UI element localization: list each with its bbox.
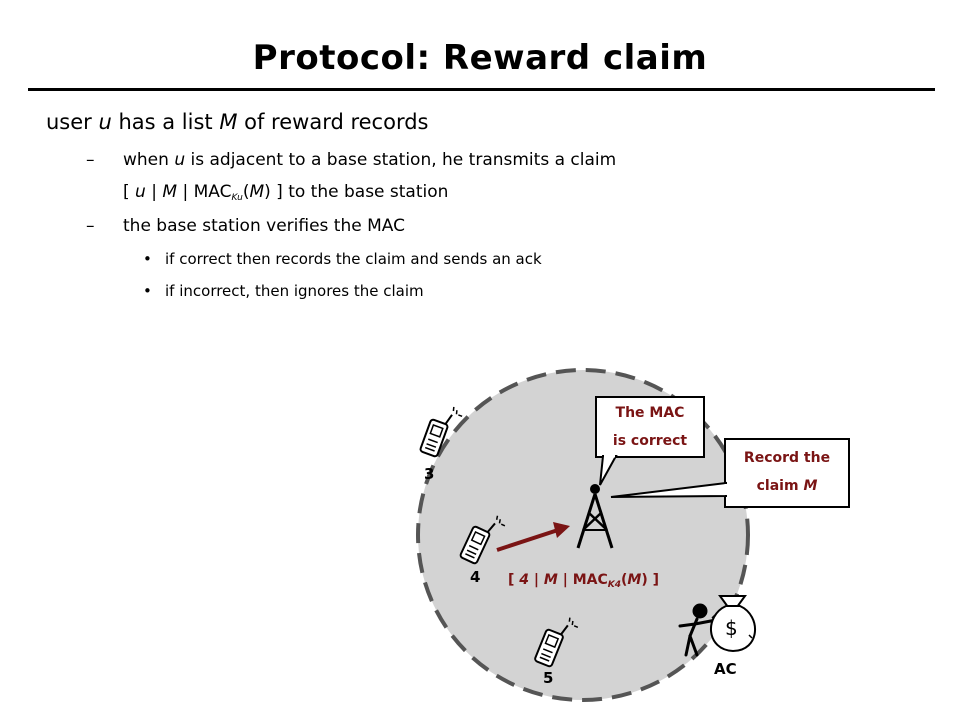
text: ) ] xyxy=(641,572,660,588)
dollar-sign: $ xyxy=(725,616,738,640)
text: is adjacent to a base station, he transm… xyxy=(185,150,617,170)
text: | xyxy=(145,182,163,202)
bubble-mac-correct xyxy=(595,396,705,486)
var-u: u xyxy=(174,150,186,170)
dash-marker: – xyxy=(86,216,95,236)
dash-marker: – xyxy=(86,150,95,170)
text: ( xyxy=(621,572,628,588)
text: [ xyxy=(508,572,520,588)
bubble-record-claim xyxy=(610,438,850,508)
phone-label: 3 xyxy=(424,465,435,483)
var-M: M xyxy=(162,182,178,202)
text: ( xyxy=(242,182,250,202)
phone-label: 4 xyxy=(470,568,481,586)
title-divider xyxy=(28,88,935,91)
text: claim xyxy=(756,478,804,494)
sub-bullet-transmit: when u is adjacent to a base station, he… xyxy=(123,150,616,170)
text: user xyxy=(46,110,99,134)
text: | xyxy=(529,572,544,588)
var-M: M xyxy=(803,478,818,494)
phone-label: 5 xyxy=(543,669,554,687)
text: The MAC xyxy=(615,405,685,421)
sub-bullet-verify: the base station verifies the MAC xyxy=(123,216,405,236)
ac-label: AC xyxy=(714,660,737,678)
base-station-icon xyxy=(576,484,614,549)
dot-marker: • xyxy=(143,282,152,300)
mac-key-subscript: Ku xyxy=(231,193,243,203)
var-M: M xyxy=(543,572,558,588)
text: when xyxy=(123,150,175,170)
text: | MAC xyxy=(557,572,608,588)
sub-sub-bullet-incorrect: if incorrect, then ignores the claim xyxy=(165,282,424,300)
var-u: u xyxy=(135,182,146,202)
var-M: M xyxy=(219,110,238,134)
bubble-record-claim-text: Record the claim M xyxy=(725,444,849,500)
text: ) ] to the base station xyxy=(264,182,449,202)
text: has a list xyxy=(111,110,220,134)
var-u: 4 xyxy=(519,572,530,588)
var-M: M xyxy=(249,182,265,202)
claim-arrow-icon xyxy=(496,522,570,552)
mac-key-subscript: K4 xyxy=(607,580,621,590)
var-M: M xyxy=(627,572,642,588)
page-title: Protocol: Reward claim xyxy=(252,38,708,78)
money-bag-icon xyxy=(710,595,756,653)
text: of reward records xyxy=(237,110,429,134)
text: Record the xyxy=(743,450,831,466)
claim-message: [ 4 | M | MACK4(M) ] xyxy=(508,572,659,590)
text: [ xyxy=(123,182,136,202)
text: | MAC xyxy=(177,182,232,202)
var-u: u xyxy=(98,110,112,134)
text: is correct xyxy=(612,433,688,449)
bullet-user-list: user u has a list M of reward records xyxy=(46,110,429,134)
bubble-mac-correct-text: The MAC is correct xyxy=(596,399,704,455)
dot-marker: • xyxy=(143,250,152,268)
sub-sub-bullet-correct: if correct then records the claim and se… xyxy=(165,250,542,268)
sub-bullet-claim-format: [ u | M | MACKu(M) ] to the base station xyxy=(123,182,448,203)
